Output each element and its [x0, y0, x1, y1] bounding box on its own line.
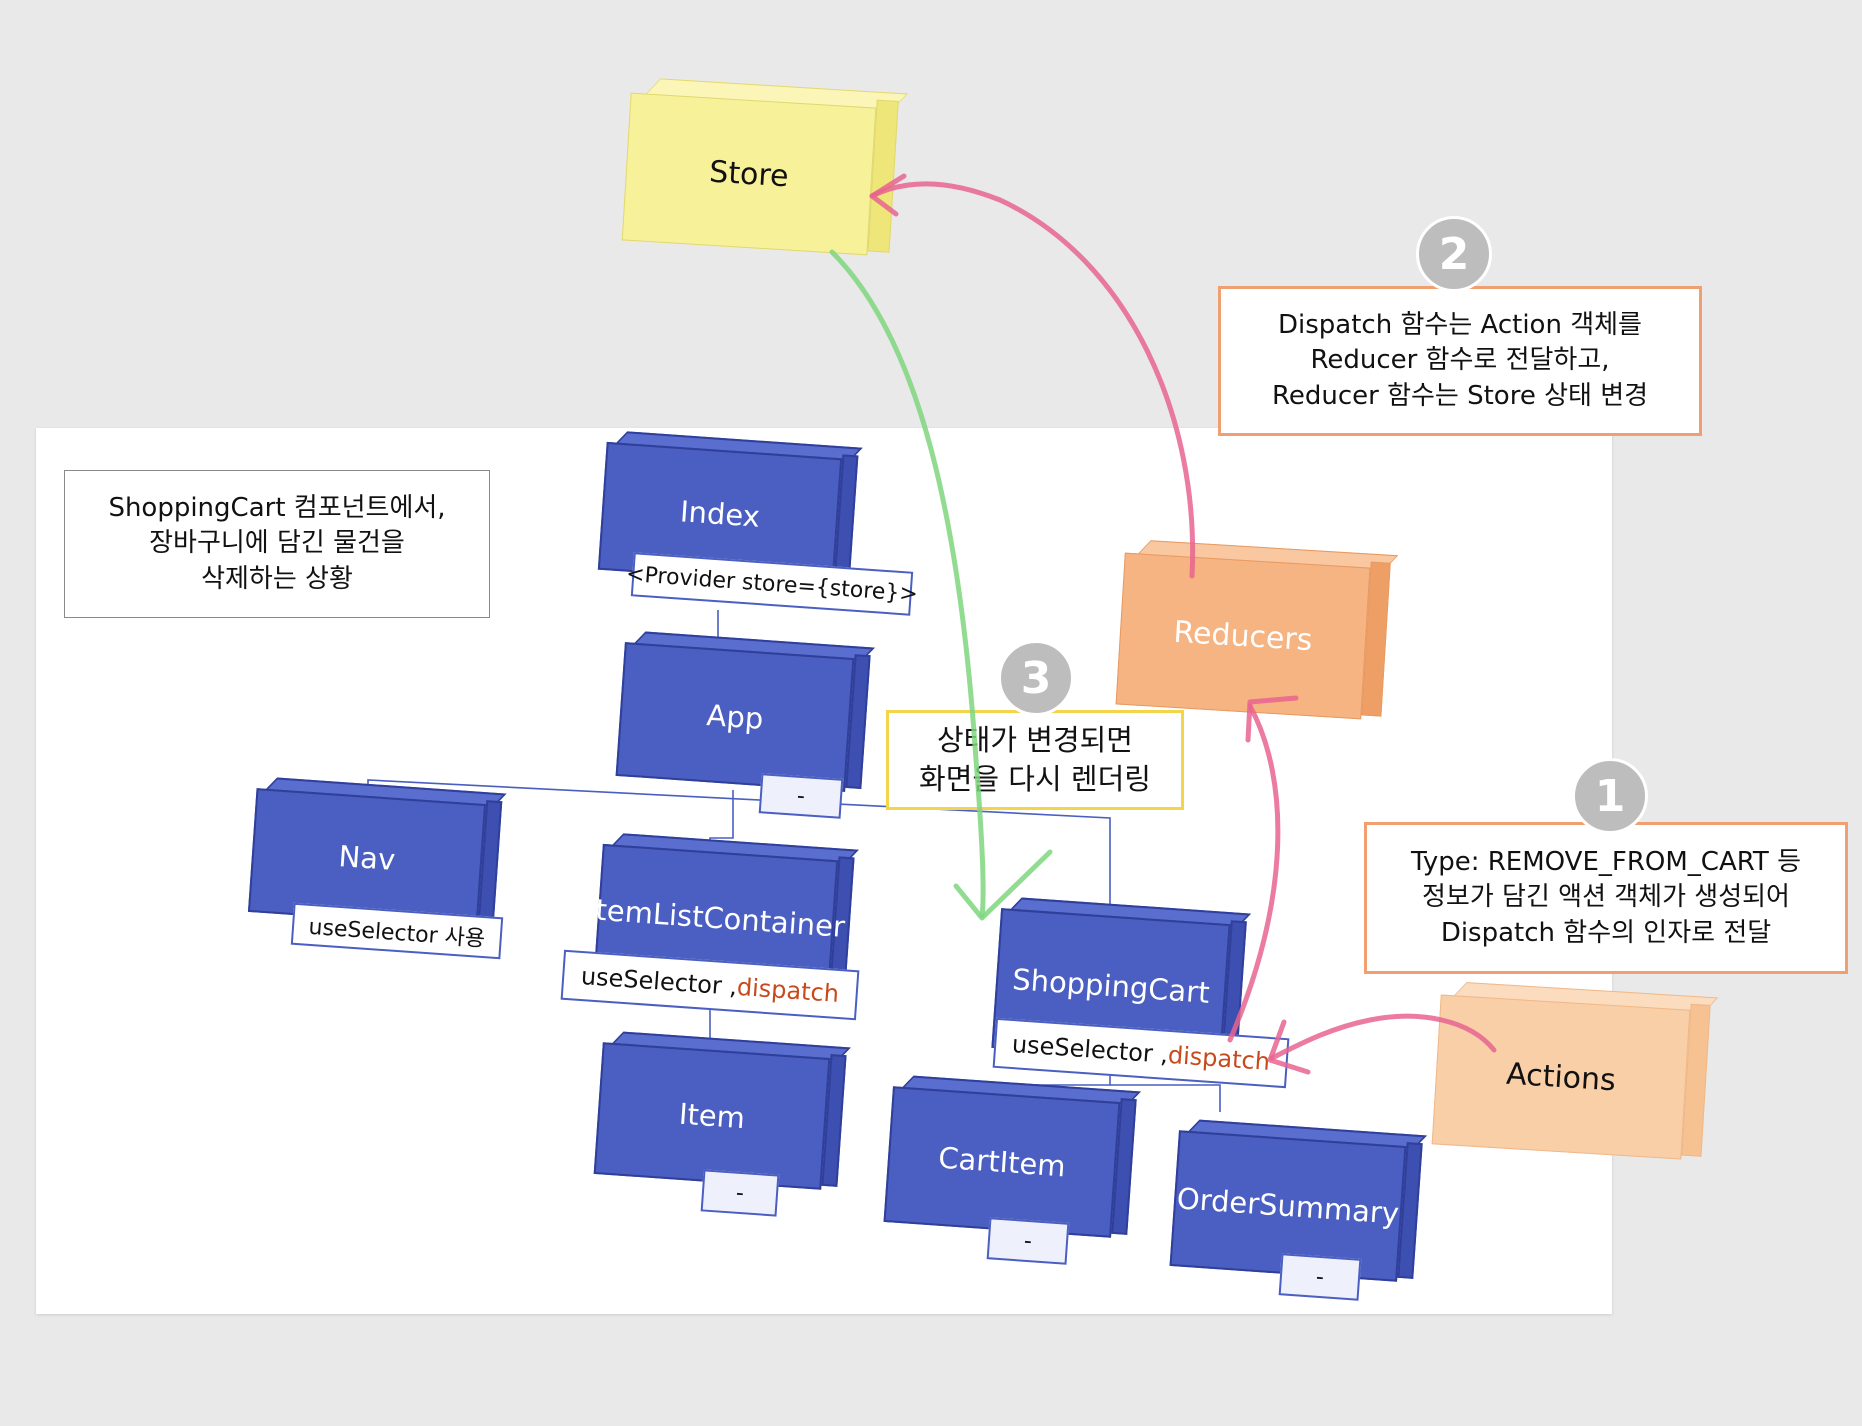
store-box: Store: [621, 78, 908, 256]
component-app: App: [615, 631, 875, 792]
step-3-line-1: 상태가 변경되면: [937, 722, 1133, 757]
order-summary-tag: -: [1278, 1253, 1362, 1301]
actions-box: Actions: [1431, 982, 1719, 1160]
scenario-note: ShoppingCart 컴포넌트에서, 장바구니에 담긴 물건을 삭제하는 상…: [64, 470, 490, 618]
step-2-line-1: Dispatch 함수는 Action 객체를: [1278, 310, 1642, 341]
component-item: Item: [593, 1031, 851, 1190]
shopping-cart-dispatch: dispatch: [1167, 1040, 1271, 1076]
step-3-note: 상태가 변경되면 화면을 다시 렌더링: [886, 710, 1184, 810]
item-label: Item: [593, 1042, 831, 1190]
item-list-use-selector: useSelector ,: [580, 962, 738, 1001]
step-2-line-2: Reducer 함수로 전달하고,: [1310, 345, 1610, 376]
scenario-line-2: 장바구니에 담긴 물건을: [149, 528, 405, 559]
component-cart-item: CartItem: [883, 1075, 1142, 1238]
shopping-cart-use-selector: useSelector ,: [1011, 1030, 1169, 1069]
reducers-label: Reducers: [1115, 552, 1371, 720]
reducers-box: Reducers: [1115, 540, 1399, 720]
app-tag: -: [758, 773, 844, 819]
store-label: Store: [621, 92, 877, 256]
step-1-note: Type: REMOVE_FROM_CART 등 정보가 담긴 액션 객체가 생…: [1364, 822, 1848, 974]
cart-item-tag: -: [986, 1217, 1070, 1265]
actions-label: Actions: [1431, 994, 1691, 1160]
step-1-line-1: Type: REMOVE_FROM_CART 등: [1411, 847, 1801, 878]
step-1-line-3: Dispatch 함수의 인자로 전달: [1440, 917, 1772, 948]
step-1-line-2: 정보가 담긴 액션 객체가 생성되어: [1422, 882, 1790, 913]
step-2-note: Dispatch 함수는 Action 객체를 Reducer 함수로 전달하고…: [1218, 286, 1702, 436]
scenario-line-3: 삭제하는 상황: [201, 563, 353, 594]
item-tag: -: [700, 1169, 780, 1217]
item-list-dispatch: dispatch: [736, 972, 840, 1008]
step-2-badge: 2: [1416, 216, 1492, 292]
step-3-badge: 3: [998, 640, 1074, 716]
step-3-line-2: 화면을 다시 렌더링: [919, 762, 1151, 796]
cart-item-label: CartItem: [883, 1086, 1121, 1238]
step-1-badge: 1: [1572, 758, 1648, 834]
app-label: App: [615, 642, 855, 792]
step-2-line-3: Reducer 함수는 Store 상태 변경: [1271, 380, 1649, 411]
scenario-line-1: ShoppingCart 컴포넌트에서,: [108, 493, 446, 524]
